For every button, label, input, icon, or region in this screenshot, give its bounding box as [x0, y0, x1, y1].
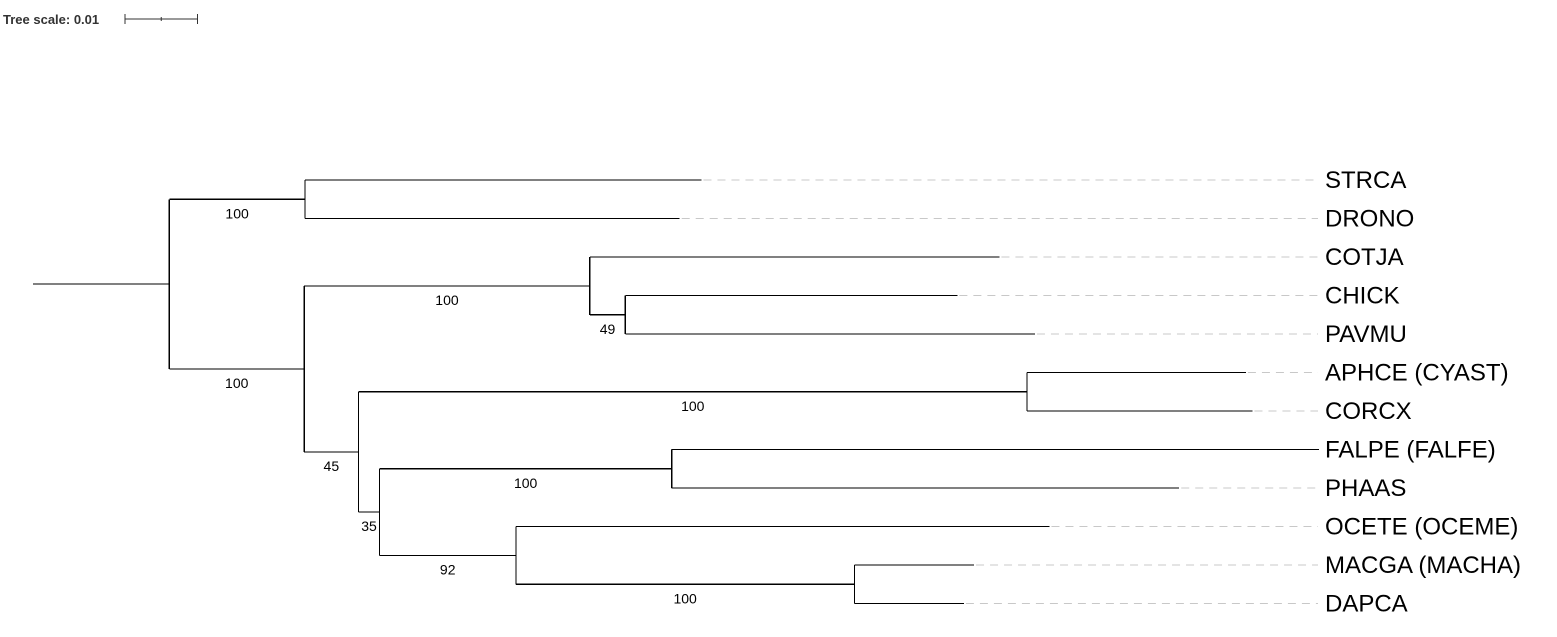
leaf-label-corcx: CORCX [1325, 398, 1412, 425]
leaf-label-cotja: COTJA [1325, 244, 1404, 271]
leaf-label-chick: CHICK [1325, 283, 1400, 310]
support-value: 92 [440, 561, 456, 577]
support-value: 100 [681, 398, 705, 414]
leaf-label-phaas: PHAAS [1325, 475, 1406, 502]
support-value: 100 [225, 205, 249, 221]
leaf-label-pavmu: PAVMU [1325, 321, 1407, 348]
leaf-label-falpe-falfe: FALPE (FALFE) [1325, 437, 1496, 464]
support-value: 100 [514, 475, 538, 491]
leaf-guide-lines [681, 179, 1318, 604]
support-value: 35 [361, 518, 377, 534]
leaf-label-macga-macha: MACGA (MACHA) [1325, 552, 1521, 579]
leaf-label-aphce-cyast: APHCE (CYAST) [1325, 360, 1509, 387]
leaf-label-dapca: DAPCA [1325, 591, 1408, 618]
tree-scale-label: Tree scale: 0.01 [3, 12, 99, 27]
support-value: 45 [324, 458, 340, 474]
support-value: 100 [435, 292, 459, 308]
leaf-label-strca: STRCA [1325, 167, 1406, 194]
support-value: 100 [225, 375, 249, 391]
support-value: 49 [600, 321, 616, 337]
leaf-label-ocete-oceme: OCETE (OCEME) [1325, 514, 1518, 541]
tree-scale: Tree scale: 0.01 [3, 12, 198, 27]
support-values: 100 100 100 49 45 100 35 100 92 100 [225, 205, 705, 606]
tree-branches [33, 179, 1320, 605]
leaf-label-drono: DRONO [1325, 206, 1414, 233]
tree-scale-bar [124, 14, 198, 24]
support-value: 100 [673, 590, 697, 606]
leaf-labels: STRCA DRONO COTJA CHICK PAVMU APHCE (CYAST) CO… [1325, 167, 1521, 618]
